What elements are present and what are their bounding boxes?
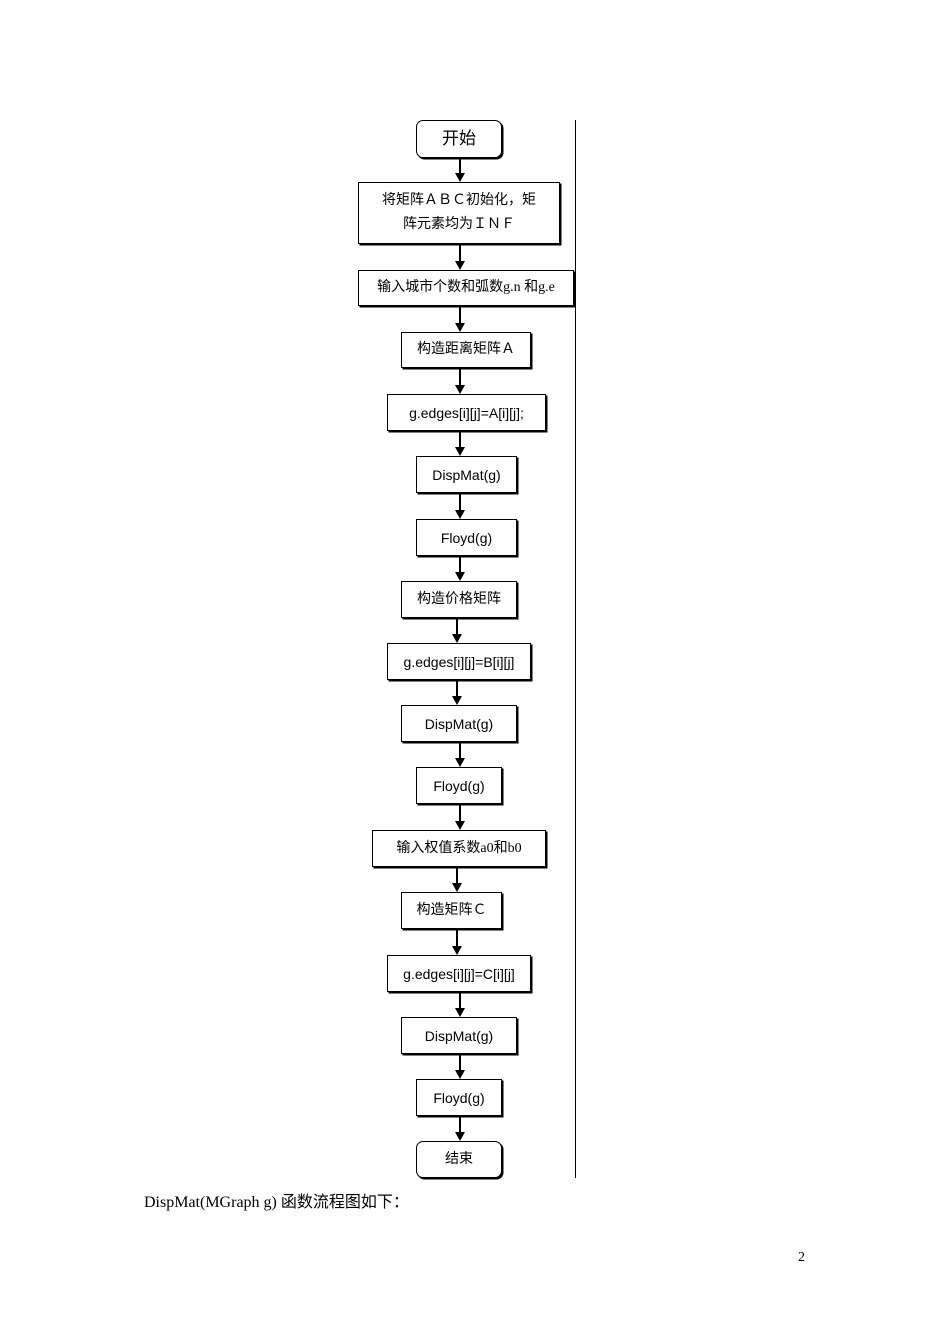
flow-arrow	[455, 1055, 465, 1079]
floyd-step-1: Floyd(g)	[416, 519, 517, 556]
init-matrices-label: 将矩阵ＡＢＣ初始化，矩阵元素均为ＩＮＦ	[382, 193, 536, 232]
end-terminal: 结束	[416, 1141, 502, 1178]
assign-edges-a-label: g.edges[i][j]=A[i][j];	[409, 404, 524, 421]
flow-arrow	[455, 557, 465, 581]
dispmat-label-1: DispMat(g)	[432, 466, 501, 483]
input-weight-coefficients-label: 输入权值系数a0和b0	[396, 840, 522, 856]
floyd-label-3: Floyd(g)	[433, 1089, 485, 1106]
dispmat-step-1: DispMat(g)	[416, 456, 517, 493]
floyd-label-1: Floyd(g)	[440, 529, 493, 546]
dispmat-step-3: DispMat(g)	[401, 1017, 517, 1054]
dispmat-step-2: DispMat(g)	[401, 705, 517, 742]
build-price-matrix-label: 构造价格矩阵	[417, 591, 501, 607]
floyd-step-2: Floyd(g)	[416, 767, 502, 804]
init-matrices-step: 将矩阵ＡＢＣ初始化，矩阵元素均为ＩＮＦ	[358, 182, 560, 244]
dispmat-label-2: DispMat(g)	[424, 715, 494, 732]
figure-caption: DispMat(MGraph g) 函数流程图如下：	[144, 1194, 409, 1211]
flow-arrow	[455, 432, 465, 456]
floyd-step-3: Floyd(g)	[416, 1079, 502, 1116]
flow-arrow	[452, 619, 462, 643]
flow-arrow	[452, 868, 462, 892]
start-label: 开始	[442, 129, 476, 148]
build-matrix-c-label: 构造矩阵Ｃ	[416, 902, 487, 918]
assign-edges-b-step: g.edges[i][j]=B[i][j]	[387, 643, 531, 680]
flow-arrow	[452, 681, 462, 705]
input-city-count-step: 输入城市个数和弧数g.n 和g.e	[358, 270, 574, 306]
dispmat-label-3: DispMat(g)	[424, 1027, 494, 1044]
flow-arrow	[455, 307, 465, 332]
build-price-matrix-step: 构造价格矩阵	[401, 581, 517, 618]
flow-arrow	[455, 369, 465, 394]
page-number: 2	[798, 1250, 805, 1265]
assign-edges-a-step: g.edges[i][j]=A[i][j];	[387, 394, 546, 431]
build-distance-matrix-step: 构造距离矩阵Ａ	[401, 332, 531, 368]
floyd-label-2: Floyd(g)	[433, 777, 485, 794]
margin-rule	[575, 120, 576, 1178]
build-distance-matrix-label: 构造距离矩阵Ａ	[417, 342, 515, 357]
flow-arrow	[455, 743, 465, 767]
flow-arrow	[455, 1117, 465, 1141]
build-matrix-c-step: 构造矩阵Ｃ	[401, 892, 502, 929]
assign-edges-c-step: g.edges[i][j]=C[i][j]	[387, 955, 531, 992]
assign-edges-c-label: g.edges[i][j]=C[i][j]	[403, 965, 515, 982]
assign-edges-b-label: g.edges[i][j]=B[i][j]	[403, 653, 515, 670]
flow-arrow	[455, 159, 465, 182]
flow-arrow	[455, 805, 465, 830]
flow-arrow	[455, 993, 465, 1017]
flow-arrow	[452, 930, 462, 955]
start-terminal: 开始	[416, 120, 502, 158]
input-weight-coefficients-step: 输入权值系数a0和b0	[372, 830, 546, 867]
flow-arrow	[455, 245, 465, 270]
end-label: 结束	[445, 1151, 473, 1167]
input-city-count-label: 输入城市个数和弧数g.n 和g.e	[377, 280, 555, 295]
flow-arrow	[455, 494, 465, 519]
